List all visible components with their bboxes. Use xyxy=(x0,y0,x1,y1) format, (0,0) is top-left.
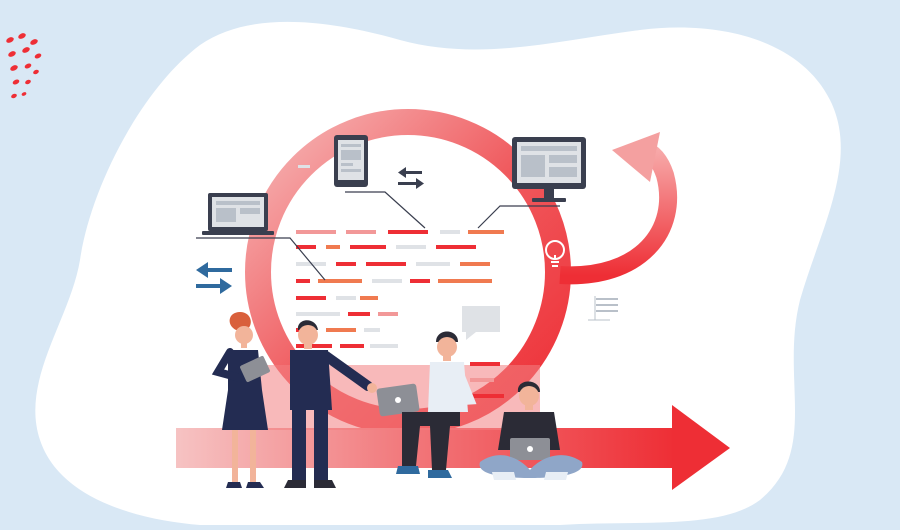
man-in-suit-handshake xyxy=(284,320,377,488)
woman-with-tablet xyxy=(211,312,270,488)
progress-arrow-icon xyxy=(176,365,730,490)
man-crosslegged-with-laptop xyxy=(479,381,583,480)
tablet-icon xyxy=(298,135,368,187)
laptop-icon xyxy=(202,193,274,235)
monitor-icon xyxy=(512,137,586,202)
man-sitting-with-laptop xyxy=(376,331,477,478)
connector-lines xyxy=(196,191,560,281)
dotted-logo-icon xyxy=(6,33,42,99)
swap-arrows-icon xyxy=(398,167,424,189)
swap-arrows-icon xyxy=(196,262,232,294)
code-lines xyxy=(296,230,504,398)
curved-return-arrow-icon xyxy=(559,132,678,285)
speech-bubble-icon xyxy=(462,306,500,340)
small-note-icon xyxy=(588,296,618,321)
lightbulb-icon xyxy=(545,240,565,267)
